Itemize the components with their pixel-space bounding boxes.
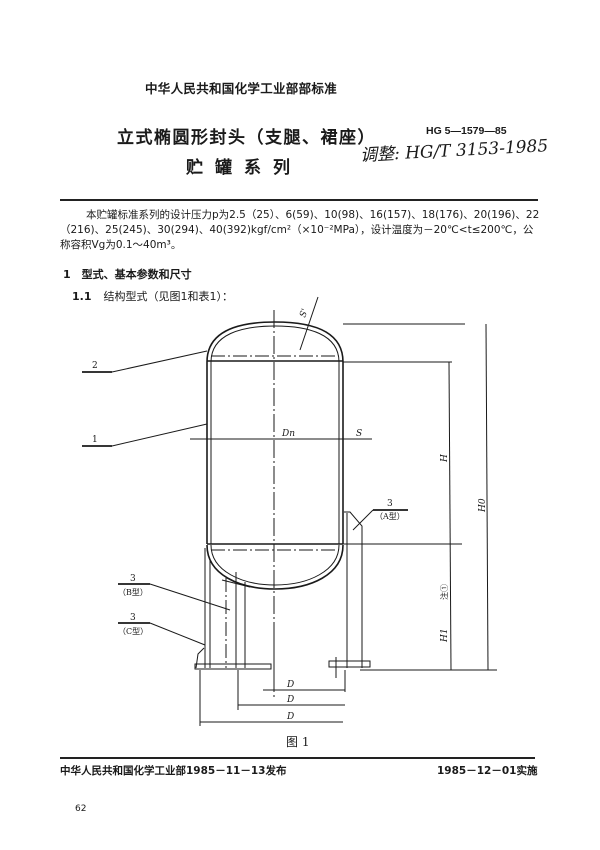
header-divider [60,199,538,201]
label-a-type: （A型） [375,512,405,521]
effective-date: 1985－12－01实施 [437,765,538,777]
figure-1-tank-drawing: 2 1 3 （A型） 3 （B型） 3 （C型） S' Dn S H H0 H1… [82,296,497,726]
label-part-2: 2 [92,361,98,371]
label-height-h: H [440,454,450,463]
label-part-3a: 3 [387,499,393,509]
handwritten-adjustment-note: 调整: HG/T 3153-1985 [359,136,549,166]
label-height-h1: H1 [440,628,450,643]
label-d-b: D [286,695,294,705]
a-type-baseplate [328,660,371,668]
figure-caption: 图 1 [286,735,310,749]
section-1-heading: 1 型式、基本参数和尺寸 [63,268,192,281]
issuing-organization: 中华人民共和国化学工业部部标准 [145,81,338,96]
label-head-thickness: S' [298,307,310,319]
document-title-line1: 立式椭圆形封头（支腿、裙座） [117,128,376,148]
c-type-baseplate [194,663,272,670]
label-c-type: （C型） [118,627,148,636]
label-b-type: （B型） [118,588,148,597]
standard-number: HG 5—1579—85 [426,125,507,137]
top-head-inner [210,325,340,363]
label-part-3c: 3 [130,613,136,623]
page-number: 62 [75,804,87,814]
issue-date: 中华人民共和国化学工业部1985－11－13发布 [60,765,287,777]
footer-divider [60,757,535,759]
top-head-outer [206,321,344,363]
label-note: 注① [439,584,449,600]
label-shell-thickness: S [356,429,362,439]
label-inner-diameter: Dn [281,429,295,439]
document-title-line2: 贮罐系列 [186,158,302,178]
section-1-1-heading: 1.1 结构型式（见图1和表1）： [72,288,233,304]
section-text: 结构型式（见图1和表1）： [103,290,234,303]
section-number: 1.1 [72,290,92,303]
label-height-h0: H0 [478,498,488,513]
label-d-a: D [286,680,294,690]
label-part-3b: 3 [130,574,136,584]
intro-paragraph: 本贮罐标准系列的设计压力p为2.5（25）、6(59)、10(98)、16(15… [60,209,540,251]
label-d-c: D [286,712,294,722]
label-part-1: 1 [92,435,98,445]
